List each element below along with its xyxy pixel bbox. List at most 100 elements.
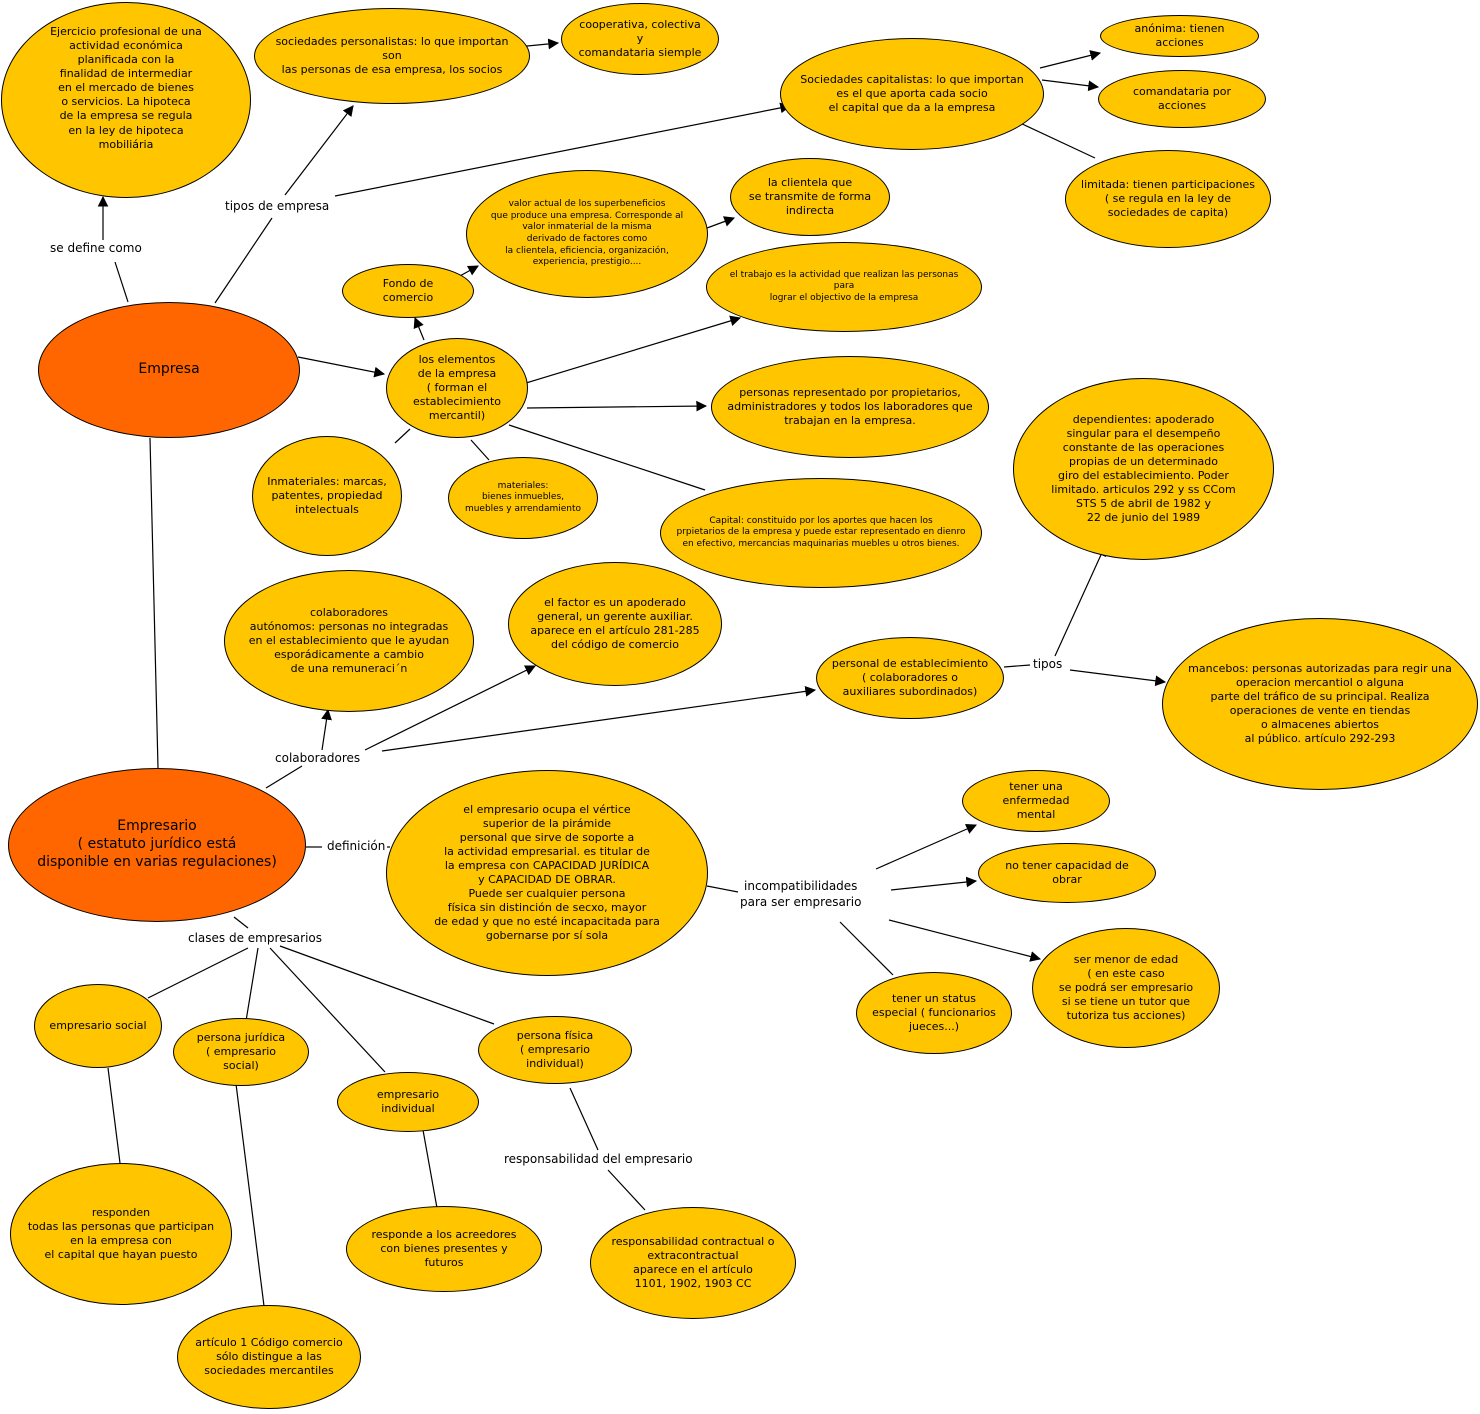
node-text: empresario social [49, 1018, 147, 1032]
label-responsabilidad-del-empresario: responsabilidad del empresario [502, 1152, 695, 1166]
node-sociedades-personalistas: sociedades personalistas: lo que importa… [254, 8, 530, 104]
node-text: limitada: tienen participaciones ( se re… [1081, 177, 1255, 220]
node-comandataria-acciones: comandataria por acciones [1098, 70, 1266, 128]
link-responsabilidad-contractual [607, 1169, 646, 1211]
node-text: Ejercicio profesional de una actividad e… [50, 25, 202, 151]
link-colab-personal [381, 686, 817, 752]
node-text: dependientes: apoderado singular para el… [1051, 412, 1236, 525]
label-tipos-de-empresa: tipos de empresa [223, 199, 332, 213]
node-empresario-individual: empresario individual [337, 1072, 479, 1132]
node-mancebos: mancebos: personas autorizadas para regi… [1162, 618, 1478, 790]
node-no-capacidad: no tener capacidad de obrar [978, 843, 1156, 903]
node-text: artículo 1 Código comercio sólo distingu… [195, 1335, 343, 1378]
node-text: mancebos: personas autorizadas para regi… [1188, 661, 1452, 746]
label-clases-de-empresarios: clases de empresarios [186, 931, 325, 945]
node-text: el factor es un apoderado general, un ge… [530, 595, 700, 652]
node-text: no tener capacidad de obrar [1005, 858, 1129, 886]
link-tipos-dependientes [1054, 545, 1106, 657]
node-text: tener una enfermedad mental [1002, 779, 1070, 822]
link-definicion-incompat [706, 885, 739, 893]
node-text: Empresario ( estatuto jurídico está disp… [37, 818, 277, 870]
node-text: los elementos de la empresa ( forman el … [412, 352, 502, 423]
node-persona-fisica: persona física ( empresario individual) [478, 1016, 632, 1084]
node-text: el trabajo es la actividad que realizan … [729, 269, 959, 303]
node-dependientes: dependientes: apoderado singular para el… [1013, 378, 1274, 560]
node-text: sociedades personalistas: lo que importa… [275, 34, 509, 77]
link-tipos-personalistas [284, 105, 354, 196]
link-social-responden [107, 1067, 121, 1164]
link-elementos-materiales [470, 439, 490, 461]
node-text: responsabilidad contractual o extracontr… [611, 1234, 775, 1291]
link-empresa-empresario [149, 437, 159, 769]
node-persona-juridica: persona jurídica ( empresario social) [173, 1018, 309, 1086]
node-inmateriales: Inmateriales: marcas, patentes, propieda… [252, 436, 402, 556]
node-personas: personas representado por propietarios, … [711, 356, 989, 458]
node-menor-edad: ser menor de edad ( en este caso se podr… [1032, 928, 1220, 1048]
link-elementos-trabajo [525, 315, 742, 384]
link-capitalistas-anonima [1039, 50, 1102, 69]
node-sociedades-capitalistas: Sociedades capitalistas: lo que importan… [780, 38, 1044, 150]
link-incompat-menor [888, 919, 1042, 962]
link-valor-clientela [706, 216, 736, 229]
node-text: persona física ( empresario individual) [516, 1028, 594, 1071]
node-text: comandataria por acciones [1132, 84, 1232, 112]
link-empresario-colaboradores [265, 765, 303, 789]
node-definicion-empresa: Ejercicio profesional de una actividad e… [1, 2, 251, 198]
link-empresario-clases [233, 916, 249, 929]
node-elementos: los elementos de la empresa ( forman el … [386, 338, 528, 438]
link-empresa-label-define [114, 261, 129, 303]
link-capitalistas-limitada [1017, 121, 1096, 159]
node-empresario-social: empresario social [34, 984, 162, 1068]
label-tipos: tipos [1031, 657, 1065, 671]
node-articulo-1: artículo 1 Código comercio sólo distingu… [177, 1305, 361, 1409]
node-capital: Capital: constituido por los aportes que… [660, 478, 982, 588]
link-tipos-mancebos [1069, 669, 1167, 687]
node-text: persona jurídica ( empresario social) [196, 1030, 286, 1073]
link-empresa-elementos [297, 356, 386, 378]
node-enfermedad: tener una enfermedad mental [962, 770, 1110, 832]
node-text: tener un status especial ( funcionarios … [872, 991, 996, 1034]
node-clientela: la clientela que se transmite de forma i… [730, 158, 890, 236]
node-definicion-empresario: el empresario ocupa el vértice superior … [386, 770, 708, 976]
node-limitada: limitada: tienen participaciones ( se re… [1065, 150, 1271, 248]
node-trabajo: el trabajo es la actividad que realizan … [706, 242, 982, 332]
link-elementos-inmateriales [394, 428, 411, 444]
link-colab-factor [364, 665, 536, 751]
link-elementos-fondo [413, 317, 425, 341]
node-text: valor actual de los superbeneficios que … [490, 199, 684, 268]
node-text: personas representado por propietarios, … [727, 385, 973, 428]
node-colaboradores-autonomos: colaboradores autónomos: personas no int… [224, 570, 474, 712]
node-anonima: anónima: tienen acciones [1100, 15, 1259, 57]
link-elementos-personas [526, 400, 708, 412]
node-text: materiales: bienes inmuebles, muebles y … [464, 480, 582, 514]
link-elementos-capital [508, 424, 706, 491]
link-empresa-tipos [214, 217, 273, 304]
link-fisica-responsabilidad [569, 1087, 599, 1151]
node-text: colaboradores autónomos: personas no int… [248, 605, 450, 676]
node-text: Empresa [138, 361, 200, 378]
node-text: Fondo de comercio [382, 276, 434, 304]
link-personal-tipos [1003, 664, 1031, 668]
node-text: ser menor de edad ( en este caso se podr… [1058, 952, 1194, 1023]
node-responde-acreedores: responde a los acreedores con bienes pre… [346, 1206, 542, 1292]
link-incompat-enfermedad [875, 823, 977, 870]
node-text: responde a los acreedores con bienes pre… [371, 1227, 517, 1270]
node-cooperativa: cooperativa, colectiva y comandataria si… [561, 3, 719, 75]
label-definicion: definición [325, 839, 388, 853]
node-text: Capital: constituido por los aportes que… [676, 515, 966, 549]
label-se-define-como: se define como [48, 241, 144, 255]
label-incompatibilidades: incompatibilidades para ser empresario [738, 879, 864, 911]
node-valor-actual: valor actual de los superbeneficios que … [466, 170, 708, 298]
node-text: anónima: tienen acciones [1134, 21, 1225, 49]
link-tipos-capitalistas [334, 102, 792, 197]
node-text: la clientela que se transmite de forma i… [748, 175, 872, 218]
node-text: responden todas las personas que partici… [27, 1205, 215, 1262]
link-clases-individual [269, 947, 386, 1073]
link-clases-juridica [245, 947, 259, 1022]
node-text: el empresario ocupa el vértice superior … [434, 802, 660, 943]
link-capitalistas-comandataria [1041, 79, 1100, 92]
node-text: Inmateriales: marcas, patentes, propieda… [267, 474, 387, 517]
node-factor: el factor es un apoderado general, un ge… [508, 562, 722, 686]
node-personal-establecimiento: personal de establecimiento ( colaborado… [816, 637, 1004, 719]
